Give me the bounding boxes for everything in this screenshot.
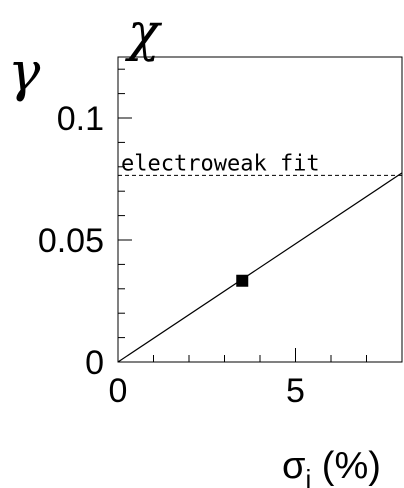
electroweak-fit-label: electroweak fit bbox=[121, 151, 320, 176]
y-ticks bbox=[118, 68, 132, 363]
data-point bbox=[236, 274, 249, 287]
x-axis-subscript: i bbox=[305, 464, 311, 488]
x-axis-title: σi (%) bbox=[282, 445, 381, 488]
x-ticks bbox=[117, 348, 367, 362]
y-tick-label: 0 bbox=[85, 344, 104, 382]
plot-frame bbox=[117, 56, 403, 363]
y-tick-label: 0.05 bbox=[38, 222, 104, 260]
y-axis-prefix: γ bbox=[8, 40, 41, 103]
x-tick-label: 0 bbox=[109, 372, 128, 410]
y-tick-label: 0.1 bbox=[57, 100, 104, 138]
x-tick-label: 5 bbox=[286, 372, 305, 410]
series-line bbox=[117, 172, 403, 363]
x-axis-symbol: σ bbox=[282, 445, 305, 487]
y-axis-title: χ bbox=[124, 3, 163, 63]
y-tick-labels: 0 0.05 0.1 bbox=[38, 100, 104, 382]
x-axis-unit: (%) bbox=[311, 445, 381, 487]
